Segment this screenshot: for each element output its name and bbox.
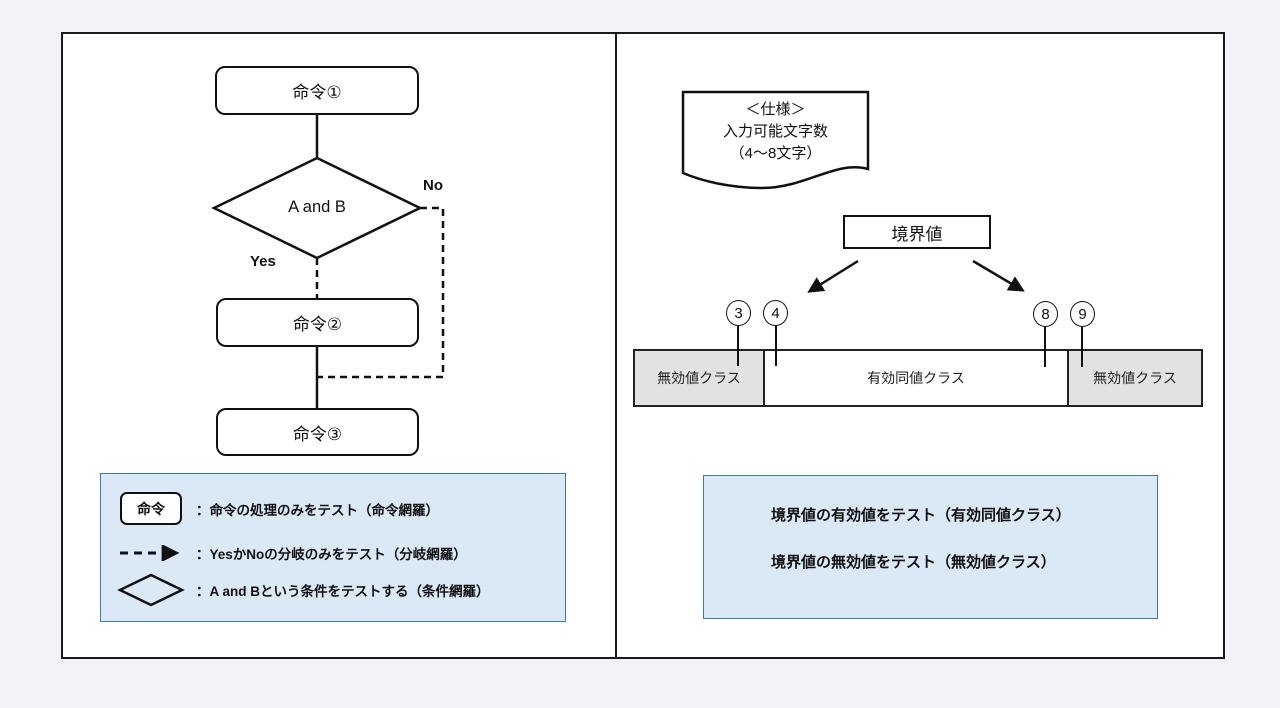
marker-tick-9 <box>1081 327 1083 367</box>
valid-class-middle: 有効同値クラス <box>765 351 1069 405</box>
legend-command-box-label: 命令 <box>137 500 165 517</box>
invalid-class-left: 無効値クラス <box>635 351 765 405</box>
flow-box-command2-label: 命令② <box>292 315 343 334</box>
valid-class-middle-label: 有効同値クラス <box>867 370 965 386</box>
equivalence-bar: 無効値クラス 有効同値クラス 無効値クラス <box>633 349 1203 407</box>
right-legend-box: 境界値の有効値をテスト（有効同値クラス） 境界値の無効値をテスト（無効値クラス） <box>703 475 1158 619</box>
invalid-class-left-label: 無効値クラス <box>657 370 741 386</box>
boundary-value-label: 境界値 <box>891 224 943 244</box>
branch-yes-label: Yes <box>250 253 276 270</box>
marker-circle-4: 4 <box>763 300 788 326</box>
right-legend-line1: 境界値の有効値をテスト（有効同値クラス） <box>771 507 1071 524</box>
marker-circle-8-label: 8 <box>1041 305 1050 323</box>
marker-circle-9: 9 <box>1070 301 1095 327</box>
spec-note-line2: 入力可能文字数 <box>722 123 828 140</box>
flow-box-command1: 命令① <box>215 66 419 115</box>
flow-box-command1-label: 命令① <box>292 83 342 102</box>
boundary-value-box: 境界値 <box>843 215 991 249</box>
panel-divider <box>615 32 617 659</box>
marker-circle-9-label: 9 <box>1078 305 1087 323</box>
legend-diamond-icon <box>117 573 185 607</box>
spec-note-line1: ＜仕様＞ <box>745 101 806 118</box>
spec-note-text: ＜仕様＞ 入力可能文字数 （4～8文字） <box>683 99 868 165</box>
decision-label: A and B <box>288 198 346 216</box>
marker-tick-3 <box>737 326 739 366</box>
marker-circle-3: 3 <box>726 300 751 326</box>
legend-dashed-arrow-icon <box>120 545 180 561</box>
left-legend-box: 命令 ：命令の処理のみをテスト（命令網羅） ：YesかNoの分岐のみをテスト（分… <box>100 473 566 622</box>
marker-tick-4 <box>775 326 777 366</box>
flow-box-command2: 命令② <box>216 298 419 347</box>
invalid-class-right: 無効値クラス <box>1069 351 1201 405</box>
marker-circle-3-label: 3 <box>734 304 743 322</box>
legend-command-box: 命令 <box>120 492 182 525</box>
legend-item1-text: ：命令の処理のみをテスト（命令網羅） <box>196 503 439 518</box>
marker-tick-8 <box>1044 327 1046 367</box>
flow-box-command3-label: 命令③ <box>292 424 343 444</box>
marker-circle-4-label: 4 <box>771 304 780 322</box>
spec-note-line3: （4～8文字） <box>729 145 822 162</box>
branch-no-label: No <box>423 177 443 194</box>
flow-box-command3: 命令③ <box>216 408 419 456</box>
right-legend-line2: 境界値の無効値をテスト（無効値クラス） <box>771 554 1056 571</box>
marker-circle-8: 8 <box>1033 301 1058 327</box>
legend-item2-text: ：YesかNoの分岐のみをテスト（分岐網羅） <box>196 547 467 562</box>
legend-item3-text: ：A and Bという条件をテストする（条件網羅） <box>196 584 490 599</box>
invalid-class-right-label: 無効値クラス <box>1093 370 1177 386</box>
